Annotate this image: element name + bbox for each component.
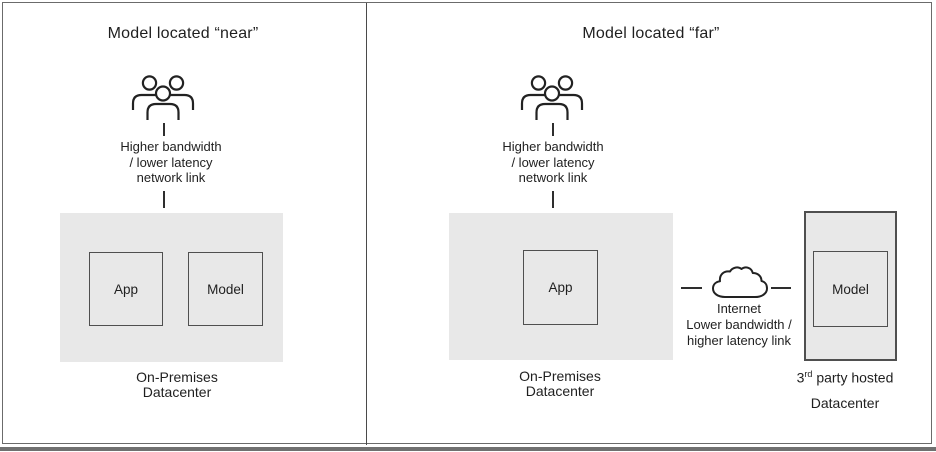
outer-frame (2, 2, 932, 444)
label-base: 3 (796, 369, 805, 386)
users-icon (131, 71, 195, 121)
panel-divider (366, 3, 368, 445)
label-line: Datacenter (525, 383, 595, 399)
internet-note: Lower bandwidth / higher latency link (686, 317, 792, 348)
internet-link-dash-right (771, 287, 791, 289)
near-network-note: Higher bandwidth / lower latency network… (120, 139, 221, 186)
far-network-note: Higher bandwidth / lower latency network… (502, 139, 603, 186)
note-line: Higher bandwidth (120, 139, 222, 154)
note-line: Lower bandwidth / (686, 317, 792, 332)
near-link-line-top (163, 123, 165, 136)
near-model-box: Model (188, 252, 263, 326)
far-onprem-label: On-Premises Datacenter (519, 369, 601, 399)
cloud-icon (708, 264, 770, 302)
app-box-label: App (113, 281, 139, 297)
third-party-label: 3rd party hosted Datacenter (797, 369, 894, 411)
note-line: higher latency link (686, 332, 792, 348)
label-line: On-Premises (136, 369, 218, 385)
bottom-edge-bar (0, 447, 936, 451)
far-panel-title: Model located “far” (582, 25, 720, 42)
near-panel-title: Model located “near” (107, 25, 259, 42)
internet-link-dash-left (681, 287, 702, 289)
near-link-line-bottom (163, 191, 165, 208)
model-box-label: Model (207, 281, 244, 297)
label-line: Datacenter (142, 384, 212, 400)
note-line: network link (136, 170, 206, 185)
label-line: Datacenter (810, 394, 880, 411)
note-line: / lower latency (511, 154, 595, 170)
far-app-box: App (523, 250, 598, 325)
third-party-datacenter-box (804, 211, 897, 361)
near-datacenter-box (60, 213, 283, 362)
label-line: On-Premises (519, 368, 601, 384)
far-onprem-datacenter-box (449, 213, 673, 360)
note-line: Higher bandwidth (502, 139, 604, 154)
near-datacenter-label: On-Premises Datacenter (136, 370, 218, 400)
users-icon (520, 71, 584, 121)
far-link-line-top (552, 123, 554, 136)
internet-label: Internet (716, 301, 762, 316)
note-line: / lower latency (129, 154, 213, 170)
label-line: 3rd party hosted (797, 369, 894, 386)
model-box-label: Model (832, 281, 869, 297)
note-line: network link (518, 170, 588, 185)
app-box-label: App (548, 280, 573, 295)
far-model-box: Model (813, 251, 888, 327)
label-sup: rd (804, 369, 813, 379)
label-rest: party hosted (812, 369, 894, 386)
far-link-line-bottom (552, 191, 554, 208)
near-app-box: App (89, 252, 163, 326)
